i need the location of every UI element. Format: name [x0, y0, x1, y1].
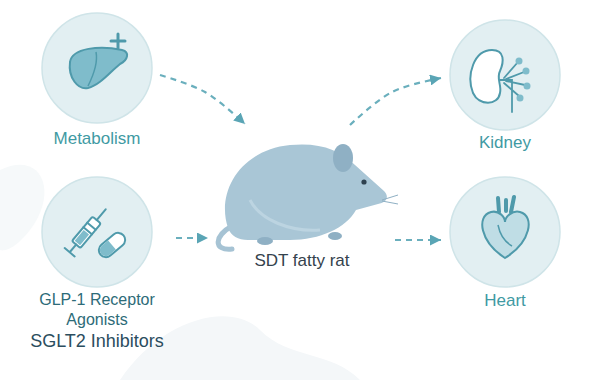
node-label: SDT fatty rat	[254, 250, 349, 272]
kidney-dot	[517, 95, 524, 102]
dashed-arrow	[176, 237, 208, 239]
syringe-fluid	[75, 230, 89, 245]
treatment-node: GLP-1 Receptor AgonistsSGLT2 Inhibitors	[21, 177, 173, 352]
node-label: Heart	[484, 290, 526, 312]
capsule-half	[97, 240, 115, 258]
rat-illustration	[218, 144, 398, 249]
rat-foot	[328, 232, 342, 240]
rat-whiskers	[382, 195, 398, 204]
icon-circles	[42, 13, 560, 287]
rat-ear	[333, 144, 353, 172]
background-swirl	[0, 165, 44, 251]
heart-node: Heart	[445, 177, 565, 312]
node-label: Kidney	[479, 132, 531, 154]
kidney-icon	[470, 50, 530, 112]
capsule-outline	[96, 230, 128, 260]
icon-circle	[42, 177, 152, 287]
icon-circle	[450, 20, 560, 130]
kidney-node: Kidney	[445, 20, 565, 154]
dashed-arrow	[160, 75, 245, 124]
node-label: SGLT2 Inhibitors	[30, 330, 164, 352]
kidney-shape	[470, 50, 502, 103]
plus-symbol	[111, 34, 125, 48]
dashed-arrow	[350, 78, 441, 125]
syringe-barrel	[72, 217, 101, 249]
heart-icon	[482, 197, 528, 258]
rat-foot	[257, 237, 273, 245]
icon-circle	[450, 177, 560, 287]
metabolism-node: Metabolism	[37, 13, 157, 150]
heart-shape	[482, 212, 528, 258]
rat-shade	[250, 200, 320, 230]
liver-icon	[70, 34, 127, 88]
icon-circle	[42, 13, 152, 123]
rat-eye	[361, 179, 366, 184]
dashed-arrow	[395, 239, 441, 241]
kidney-dot	[524, 83, 531, 90]
liver-shape	[70, 48, 127, 88]
model-node: SDT fatty rat	[212, 128, 392, 272]
kidney-branches	[500, 62, 525, 112]
heart-vessels	[498, 197, 514, 212]
kidney-dot	[516, 58, 523, 65]
node-label: Metabolism	[54, 128, 141, 150]
capsule-icon	[96, 230, 128, 260]
kidney-dot	[523, 68, 530, 75]
liver-lobe-line	[88, 52, 97, 86]
heart-line	[498, 225, 512, 246]
rat-body	[225, 144, 387, 240]
node-label: GLP-1 Receptor Agonists	[27, 290, 167, 330]
